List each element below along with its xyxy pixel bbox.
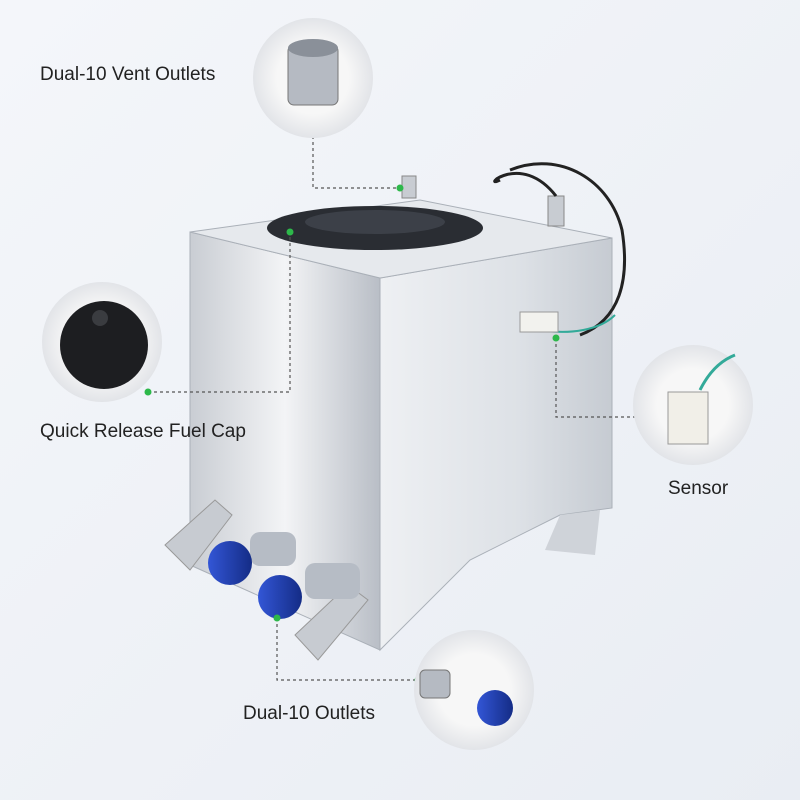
sensor-detail [633, 345, 753, 465]
outlets-label: Dual-10 Outlets [243, 703, 376, 724]
sensor-label: Sensor [668, 478, 729, 499]
vent-outlets-label: Dual-10 Vent Outlets [40, 64, 216, 85]
outlets-detail [414, 630, 534, 750]
fuel-tank [164, 162, 626, 661]
fuel-cap-label: Quick Release Fuel Cap [40, 421, 246, 442]
fuel-cap-detail [42, 282, 162, 402]
callout-lines [148, 130, 640, 681]
vent-outlet-detail [253, 18, 373, 138]
